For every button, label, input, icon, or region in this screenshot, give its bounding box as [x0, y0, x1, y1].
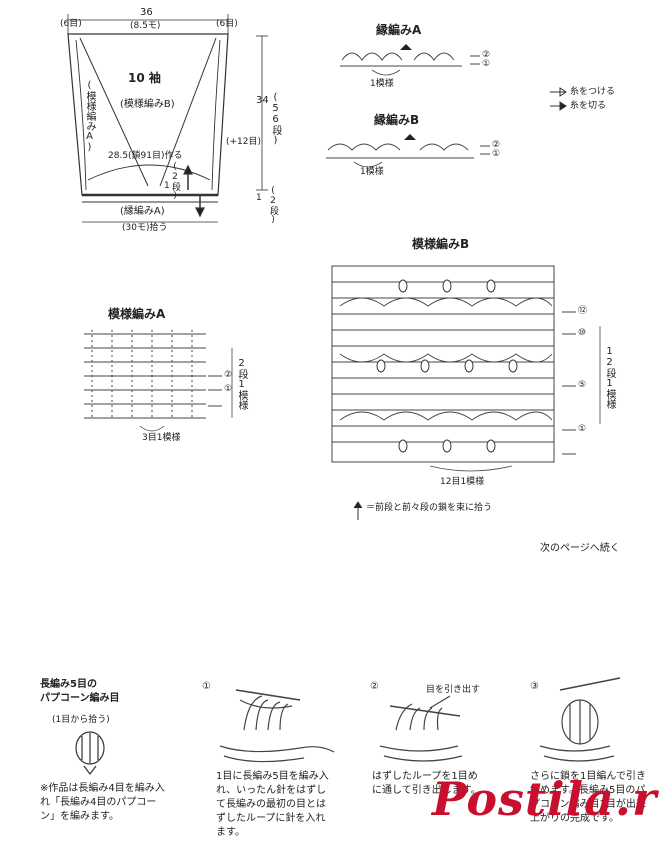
edging-a-title: 縁編みA	[376, 23, 422, 37]
pattern-b-row-12: ⑫	[578, 306, 588, 316]
popcorn-stitch-marks	[376, 279, 518, 453]
edging-a-row-2: ②	[482, 50, 491, 60]
edging-a-chart	[340, 52, 480, 76]
step-1-text: 1目に長編み5目を編み入れ、いったん針をはずして長編みの最初の目とはずしたループ…	[216, 771, 329, 838]
pattern-b-title: 模様編みB	[412, 237, 470, 251]
pattern-a-row-1: ①	[224, 384, 233, 394]
pattern-a-title: 模様編みA	[108, 307, 166, 321]
step-2-text: はずしたループを1目めに通して引き出します。	[372, 771, 481, 796]
sleeve-shaping-lines	[79, 37, 217, 187]
bundle-note: ＝前段と前々段の鎖を束に拾う	[366, 503, 493, 513]
sleeve-height-rows: (56段)	[270, 92, 281, 146]
sleeve-increase: (+12目)	[226, 137, 262, 147]
legend-symbols	[550, 87, 567, 111]
step-2-number: ②	[370, 681, 379, 692]
pattern-b-row-10: ⑩	[578, 328, 587, 338]
step-3-number: ③	[530, 681, 539, 692]
popcorn-title-line2: パプコーン編み目	[40, 693, 120, 704]
postila-watermark: Postila.ru	[432, 772, 660, 826]
pattern-a-repeat-stitches: 3目1模様	[142, 433, 181, 443]
pattern-a-repeat-rows: 2段1模様	[236, 358, 247, 410]
edging-b-title: 縁編みB	[374, 113, 420, 127]
continued-label: 次のページへ続く	[540, 543, 620, 554]
sleeve-chain-start: 28.5(鎖91目)作る	[108, 151, 183, 161]
sleeve-edge-rows: (2段)	[268, 186, 278, 225]
step-3-illustration	[539, 677, 621, 762]
sleeve-title: 10 袖	[128, 71, 161, 85]
sleeve-top-stitches: (8.5モ)	[130, 21, 161, 31]
edging-b-row-2: ②	[492, 140, 501, 150]
pattern-b-row-5: ⑤	[578, 380, 587, 390]
pattern-b-row-1: ①	[578, 424, 587, 434]
sleeve-pattern: (模様編みB)	[120, 99, 175, 110]
bundle-pick-symbol	[353, 501, 363, 520]
edging-b-chart	[326, 143, 490, 168]
sleeve-edge-height: 1	[256, 193, 262, 203]
sleeve-height: 34	[256, 95, 269, 106]
step-2-callout: 目を引き出す	[426, 685, 481, 695]
pattern-b-repeat-stitches: 12目1模様	[440, 477, 485, 487]
step-2-illustration	[379, 695, 463, 762]
popcorn-title-line1: 長編み5目の	[40, 679, 97, 690]
step-1-number: ①	[202, 681, 211, 692]
step-3-text: さらに鎖を1目編んで引き締めます。長編み5目のパプコーン編み目1目が出来上がりの…	[530, 771, 646, 824]
sleeve-edge-label: (縁編みA)	[120, 206, 165, 217]
popcorn-note: ※作品は長編み4目を編み入れ「長編み4目のパプコーン」を編みます。	[40, 783, 165, 822]
sleeve-top-right-margin: (6目)	[216, 19, 238, 29]
edging-b-row-1: ①	[492, 149, 501, 159]
pattern-b-chart	[331, 265, 601, 472]
pattern-a-row-2: ②	[224, 370, 233, 380]
pattern-b-repeat-rows: 12段1模様	[604, 346, 615, 409]
step-1-illustration	[219, 689, 335, 763]
sleeve-top-width: 36	[140, 7, 153, 18]
sleeve-bottom-label: (30モ)拾う	[122, 223, 168, 233]
legend-cut: 糸を切る	[570, 101, 607, 111]
edging-b-repeat: 1模様	[360, 167, 384, 177]
edging-a-repeat: 1模様	[370, 79, 394, 89]
pattern-a-chart	[84, 330, 233, 432]
legend-join: 糸をつける	[570, 87, 616, 97]
sleeve-left-label: (模様編みA)	[84, 80, 95, 153]
popcorn-icon-drawing	[75, 731, 105, 775]
edging-a-row-1: ①	[482, 59, 491, 69]
popcorn-subtitle: (1目から拾う)	[52, 715, 110, 725]
sleeve-top-left-margin: (6目)	[60, 19, 82, 29]
sleeve-inner-width: 1	[164, 181, 170, 191]
sleeve-inner-rows: (2段)	[170, 162, 180, 201]
